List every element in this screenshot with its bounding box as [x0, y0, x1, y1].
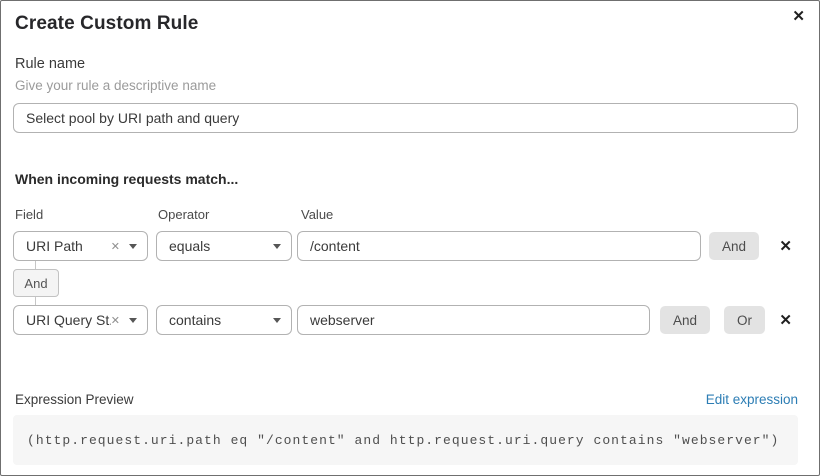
field-select-row2[interactable]: URI Query St... ✕	[13, 305, 148, 335]
match-column-headers: Field Operator Value	[13, 207, 798, 222]
column-header-operator: Operator	[158, 207, 210, 222]
column-header-value: Value	[301, 207, 334, 222]
and-button-row1[interactable]: And	[709, 232, 760, 260]
match-row-2: URI Query St... ✕ contains webserver And…	[13, 305, 798, 335]
chevron-down-icon	[273, 317, 281, 323]
or-button-row2[interactable]: Or	[724, 306, 766, 334]
match-row-1: URI Path ✕ equals /content And ✕	[13, 231, 798, 261]
remove-row-icon[interactable]: ✕	[779, 237, 792, 255]
row-connector: And	[13, 261, 59, 305]
field-select-row1[interactable]: URI Path ✕	[13, 231, 148, 261]
connector-and-badge: And	[13, 269, 59, 297]
close-icon[interactable]: ✕	[792, 8, 805, 25]
expression-preview-label: Expression Preview	[15, 392, 134, 407]
operator-select-row2[interactable]: contains	[156, 305, 292, 335]
clear-icon[interactable]: ✕	[110, 240, 120, 253]
chevron-down-icon	[129, 243, 137, 249]
field-select-row1-value: URI Path	[26, 238, 83, 254]
rule-name-value: Select pool by URI path and query	[26, 110, 240, 126]
value-input-row1[interactable]: /content	[297, 231, 701, 261]
operator-select-row2-value: contains	[169, 312, 222, 328]
remove-row-icon[interactable]: ✕	[779, 311, 792, 329]
edit-expression-link[interactable]: Edit expression	[705, 392, 798, 407]
match-section-heading: When incoming requests match...	[15, 171, 239, 187]
rule-name-input[interactable]: Select pool by URI path and query	[13, 103, 798, 133]
field-select-row2-value: URI Query St...	[26, 312, 111, 328]
operator-select-row1[interactable]: equals	[156, 231, 292, 261]
value-input-row2-value: webserver	[310, 312, 375, 328]
expression-preview-header: Expression Preview Edit expression	[13, 392, 798, 407]
expression-code-block: (http.request.uri.path eq "/content" and…	[13, 415, 798, 465]
page-title: Create Custom Rule	[15, 13, 199, 34]
rule-name-label: Rule name	[15, 56, 86, 72]
connector-line-bottom	[35, 297, 36, 305]
operator-select-row1-value: equals	[169, 238, 211, 254]
chevron-down-icon	[273, 243, 281, 249]
clear-icon[interactable]: ✕	[110, 314, 120, 327]
value-input-row1-value: /content	[310, 238, 360, 254]
connector-line-top	[35, 261, 36, 269]
expression-code: (http.request.uri.path eq "/content" and…	[27, 432, 780, 448]
and-button-row2[interactable]: And	[660, 306, 711, 334]
rule-name-hint: Give your rule a descriptive name	[15, 78, 217, 93]
column-header-field: Field	[15, 207, 44, 222]
value-input-row2[interactable]: webserver	[297, 305, 650, 335]
chevron-down-icon	[129, 317, 137, 323]
